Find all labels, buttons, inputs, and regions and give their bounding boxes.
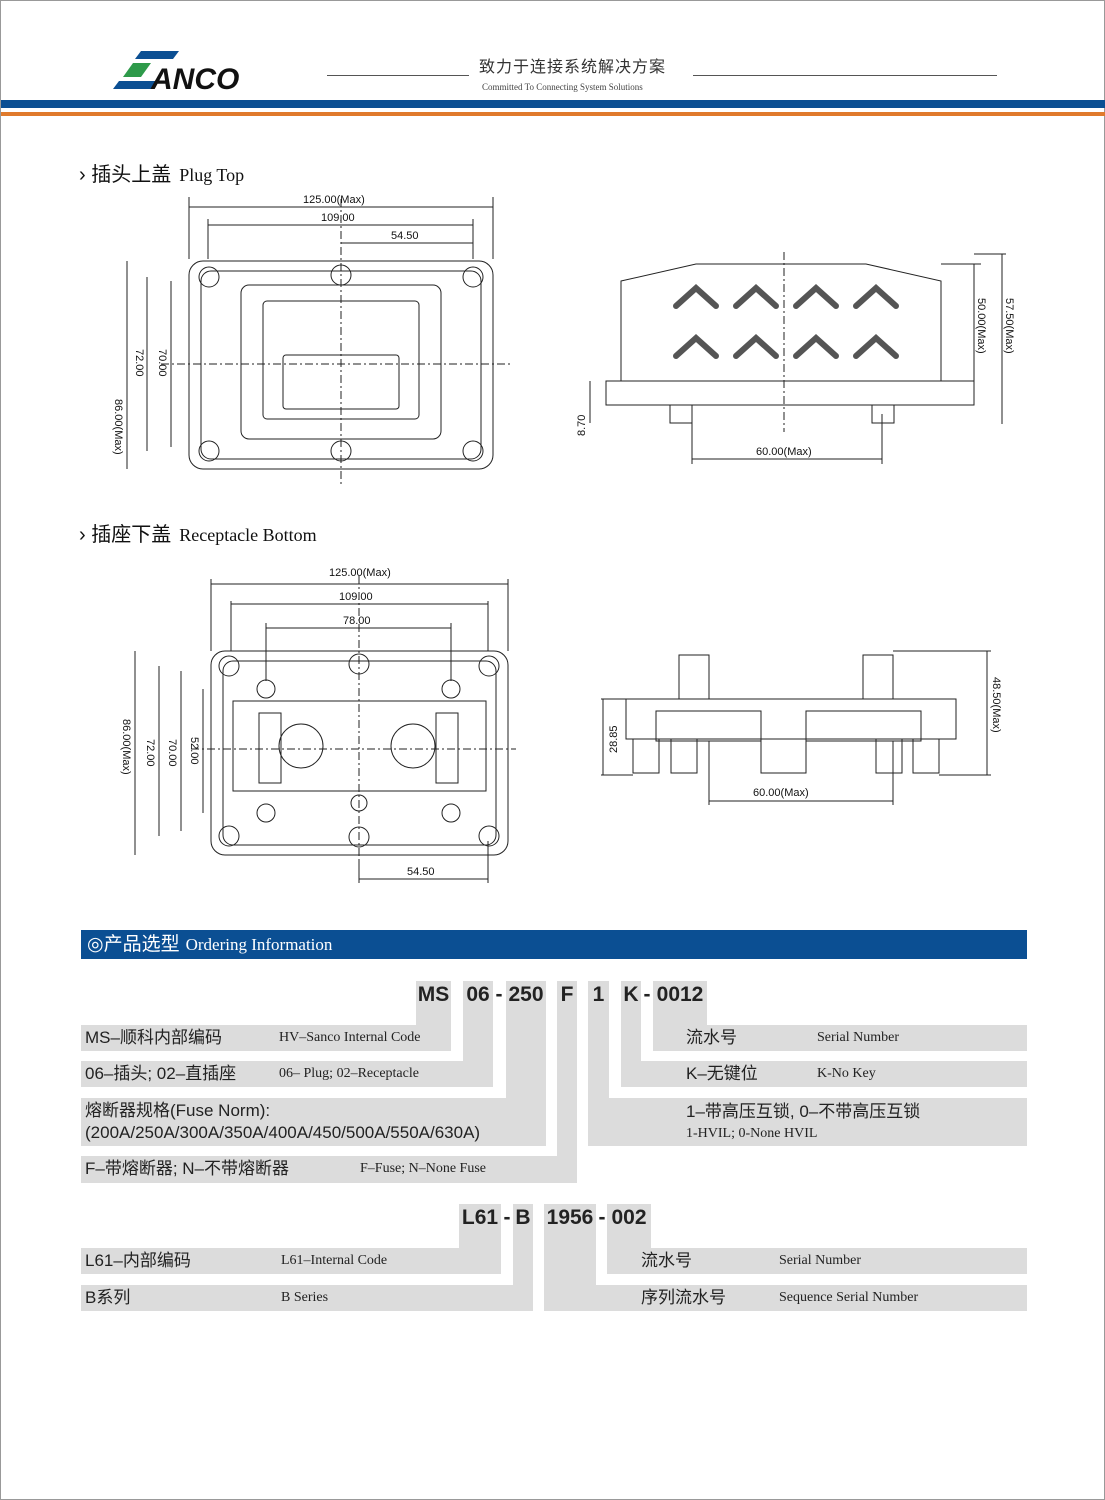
dim-label: 109.00 bbox=[321, 212, 355, 224]
option-label-en: F–Fuse; N–None Fuse bbox=[360, 1161, 487, 1176]
plug-top-drawing: 125.00(Max) 109.00 54.50 86.00(Max) 72.0… bbox=[112, 194, 511, 485]
dim-label: 8.70 bbox=[576, 415, 588, 436]
dim-label: 86.00(Max) bbox=[112, 399, 124, 455]
code-separator: - bbox=[643, 983, 651, 1006]
slogan-cn: 致力于连接系统解决方案 bbox=[479, 59, 667, 76]
option-label: 熔断器规格(Fuse Norm): bbox=[85, 1101, 271, 1120]
dim-label: 109.00 bbox=[339, 591, 373, 603]
code-segment: K bbox=[623, 983, 639, 1006]
code-separator: - bbox=[495, 983, 503, 1006]
dim-label: 72.00 bbox=[133, 349, 145, 377]
title-en: Plug Top bbox=[179, 165, 245, 185]
option-label: 流水号 bbox=[641, 1251, 692, 1270]
receptacle-bottom-drawing: 125.00(Max) 109.00 78.00 86.00(Max) 72.0… bbox=[120, 567, 516, 883]
option-label: (200A/250A/300A/350A/400A/450/500A/550A/… bbox=[85, 1123, 481, 1142]
option-label: B系列 bbox=[85, 1288, 131, 1307]
code-segment: F bbox=[560, 983, 574, 1006]
dim-label: 70.00 bbox=[156, 349, 168, 377]
code-segment: MS bbox=[417, 983, 450, 1006]
code-segment: 1 bbox=[592, 983, 605, 1006]
code-segment: B bbox=[515, 1206, 531, 1229]
dim-label: 60.00(Max) bbox=[753, 787, 809, 799]
option-label-en: 1-HVIL; 0-None HVIL bbox=[686, 1126, 818, 1141]
option-label-en: Sequence Serial Number bbox=[779, 1290, 919, 1305]
option-label: 序列流水号 bbox=[641, 1288, 726, 1307]
dim-label: 72.00 bbox=[144, 739, 156, 767]
title-en: Ordering Information bbox=[185, 935, 333, 954]
dim-label: 86.00(Max) bbox=[120, 719, 132, 775]
option-label: 流水号 bbox=[686, 1028, 737, 1047]
option-label-en: HV–Sanco Internal Code bbox=[279, 1030, 421, 1045]
plug-side-drawing: 50.00(Max) 57.50(Max) 8.70 60.00(Max) bbox=[576, 252, 1015, 464]
code-segment: 06 bbox=[466, 983, 490, 1006]
dim-label: 70.00 bbox=[166, 739, 178, 767]
option-label-en: Serial Number bbox=[817, 1030, 900, 1045]
code-segment: 1956 bbox=[546, 1206, 594, 1229]
option-label-en: L61–Internal Code bbox=[281, 1253, 388, 1268]
dim-label: 52.00 bbox=[188, 737, 200, 765]
dim-label: 57.50(Max) bbox=[1003, 298, 1015, 354]
code-separator: - bbox=[598, 1206, 606, 1229]
dim-label: 125.00(Max) bbox=[329, 567, 391, 579]
header-band-orange bbox=[1, 112, 1105, 116]
dim-label: 48.50(Max) bbox=[990, 677, 1002, 733]
code-segment: 002 bbox=[611, 1206, 647, 1229]
code-segment: L61 bbox=[461, 1206, 499, 1229]
option-label: MS–顺科内部编码 bbox=[85, 1028, 222, 1047]
title-cn: 插头上盖 bbox=[91, 164, 172, 186]
dim-label: 54.50 bbox=[391, 230, 419, 242]
option-label: L61–内部编码 bbox=[85, 1251, 191, 1270]
title-cn: 插座下盖 bbox=[91, 524, 172, 546]
dim-label: 54.50 bbox=[407, 866, 435, 878]
divider bbox=[693, 75, 997, 76]
sanco-logo: ANCO bbox=[113, 51, 239, 93]
option-label-en: Serial Number bbox=[779, 1253, 862, 1268]
option-label-en: 06– Plug; 02–Receptacle bbox=[279, 1066, 419, 1081]
dim-label: 78.00 bbox=[343, 615, 371, 627]
dim-label: 50.00(Max) bbox=[975, 298, 987, 354]
header-band-blue bbox=[1, 100, 1105, 108]
dim-label: 125.00(Max) bbox=[303, 194, 365, 206]
title-cn: ◎产品选型 bbox=[87, 934, 180, 955]
receptacle-side-drawing: 48.50(Max) 28.85 60.00(Max) bbox=[601, 650, 1002, 805]
option-label-en: K-No Key bbox=[817, 1066, 876, 1081]
option-label: F–带熔断器; N–不带熔断器 bbox=[85, 1159, 290, 1178]
code-segment: 250 bbox=[508, 983, 544, 1006]
code-segment: 0012 bbox=[656, 983, 704, 1006]
dim-label: 60.00(Max) bbox=[756, 446, 812, 458]
ordering-header: ◎产品选型 Ordering Information bbox=[81, 930, 1027, 959]
svg-text:ANCO: ANCO bbox=[150, 63, 239, 93]
title-en: Receptacle Bottom bbox=[179, 525, 317, 545]
divider bbox=[327, 75, 469, 76]
option-label: 06–插头; 02–直插座 bbox=[85, 1064, 237, 1083]
slogan-en: Committed To Connecting System Solutions bbox=[482, 82, 643, 92]
code-separator: - bbox=[503, 1206, 511, 1229]
option-label: 1–带高压互锁, 0–不带高压互锁 bbox=[686, 1102, 921, 1121]
option-label-en: B Series bbox=[281, 1290, 329, 1305]
dim-label: 28.85 bbox=[608, 725, 620, 753]
option-label: K–无键位 bbox=[686, 1064, 758, 1083]
